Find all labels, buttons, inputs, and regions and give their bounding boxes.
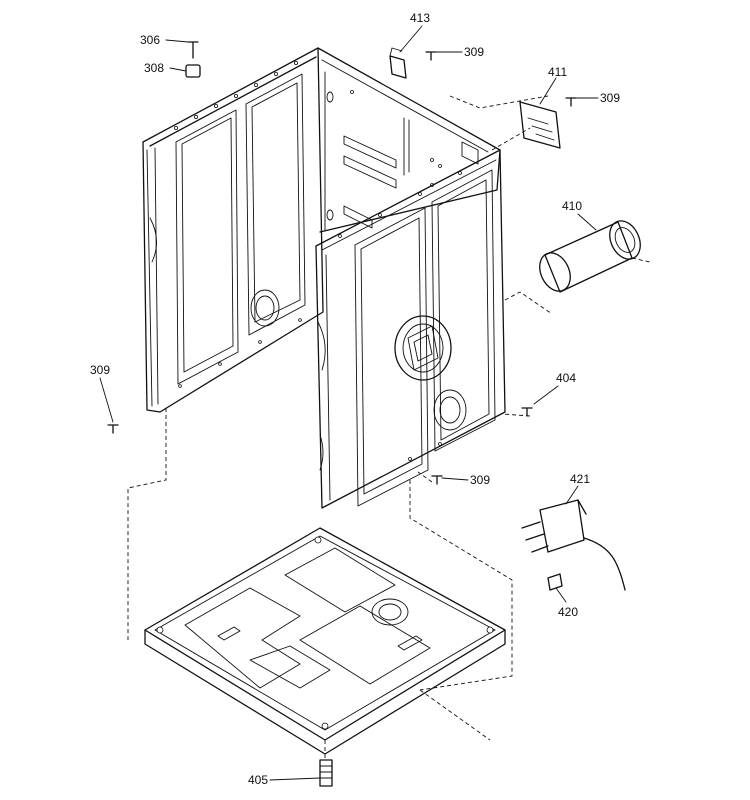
part-421 bbox=[521, 499, 626, 591]
callout-411: 411 bbox=[548, 65, 567, 79]
callout-309: 309 bbox=[600, 91, 620, 105]
callout-309: 309 bbox=[464, 45, 484, 59]
callout-420: 420 bbox=[558, 605, 578, 619]
callout-306: 306 bbox=[140, 33, 160, 47]
part-411 bbox=[519, 101, 561, 149]
callout-410: 410 bbox=[562, 199, 582, 213]
fasteners bbox=[107, 41, 577, 787]
callout-308: 308 bbox=[144, 61, 164, 75]
callout-405: 405 bbox=[248, 773, 268, 787]
part-413 bbox=[389, 47, 407, 79]
cabinet bbox=[142, 47, 501, 413]
leader-lines bbox=[99, 25, 599, 781]
assembly-lines bbox=[127, 95, 651, 758]
rivet-row bbox=[173, 61, 302, 388]
exhaust-opening bbox=[394, 315, 452, 381]
callout-404: 404 bbox=[556, 371, 576, 385]
callout-309: 309 bbox=[90, 363, 110, 377]
right-side-panel bbox=[315, 149, 506, 509]
callout-labels: 306 308 413 309 411 309 410 309 404 309 … bbox=[90, 11, 620, 787]
base-pan bbox=[144, 527, 506, 755]
callout-309: 309 bbox=[470, 473, 490, 487]
callout-421: 421 bbox=[570, 472, 590, 486]
callout-413: 413 bbox=[410, 11, 430, 25]
part-420 bbox=[547, 573, 563, 591]
part-410 bbox=[539, 220, 641, 293]
